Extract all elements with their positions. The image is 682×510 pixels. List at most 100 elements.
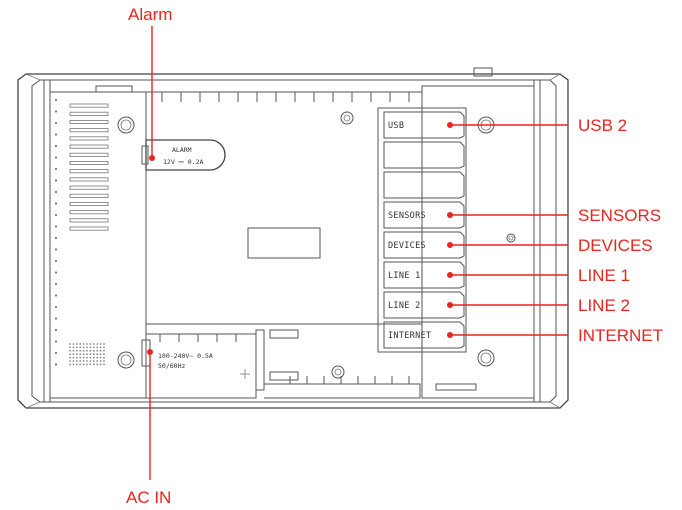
- grille-hole: [79, 360, 82, 362]
- port-callout: LINE 1: [447, 266, 630, 285]
- grille-hole: [103, 356, 105, 359]
- vent-dot: [54, 156, 58, 159]
- vent-dot: [54, 248, 58, 251]
- vent-dot: [54, 202, 58, 205]
- port-slot: LINE 2: [383, 291, 465, 319]
- grille-hole: [103, 360, 105, 362]
- grille-hole: [82, 346, 85, 349]
- grille-hole: [96, 349, 99, 352]
- vent-dot: [54, 236, 58, 240]
- grille-hole: [89, 363, 92, 366]
- grille-hole: [69, 349, 71, 352]
- grille-hole: [75, 346, 78, 349]
- vent-dot: [54, 179, 58, 182]
- port-callout: INTERNET: [447, 326, 663, 345]
- grille-hole: [79, 346, 82, 349]
- port-callout: SENSORS: [447, 206, 661, 225]
- bottom-teeth: [289, 376, 410, 384]
- grille-hole: [99, 346, 102, 349]
- grille-hole: [99, 353, 102, 356]
- grille-hole: [99, 343, 102, 345]
- grille-hole: [89, 360, 92, 362]
- alarm-port-label: ALARM: [172, 146, 192, 154]
- port-callout-label: DEVICES: [578, 236, 653, 255]
- grille-hole: [75, 349, 78, 352]
- port-slot: USB: [383, 111, 465, 139]
- grille-hole: [82, 353, 85, 356]
- vent-slot: [69, 169, 109, 174]
- vent-dots: [54, 98, 58, 366]
- grille-hole: [72, 349, 75, 352]
- vent-dot: [54, 363, 58, 366]
- grille-hole: [86, 360, 88, 362]
- vent-slot: [69, 218, 109, 223]
- grille-hole: [103, 343, 105, 345]
- grille-hole: [86, 343, 88, 345]
- callout-ac-in: AC IN: [126, 488, 171, 507]
- grille-hole: [99, 349, 102, 352]
- port-slot: LINE 1: [383, 261, 465, 289]
- grille-hole: [75, 343, 78, 345]
- vent-dot: [54, 328, 58, 332]
- power-section: 100-240V~ 0.5A 50/60Hz: [141, 329, 421, 399]
- grille-hole: [79, 356, 82, 359]
- grille-hole: [99, 360, 102, 362]
- grille-hole: [79, 363, 82, 366]
- port-label: DEVICES: [388, 241, 426, 251]
- grille-hole: [96, 353, 99, 356]
- vent-dot: [54, 144, 58, 148]
- grille-hole: [86, 363, 88, 366]
- port-slot: DEVICES: [383, 231, 465, 259]
- vent-dot: [54, 213, 58, 217]
- vent-dot: [54, 282, 58, 286]
- grille-hole: [96, 356, 99, 359]
- grille-hole: [92, 353, 95, 356]
- grille-hole: [92, 363, 95, 366]
- grille-hole: [75, 360, 78, 362]
- grille-hole: [69, 343, 71, 345]
- vent-slot: [69, 152, 109, 157]
- vent-slot: [69, 120, 109, 125]
- port-slot: [383, 141, 465, 169]
- grille-hole: [72, 360, 75, 362]
- grille-hole: [92, 360, 95, 362]
- grille-hole: [86, 349, 88, 352]
- vent-dot: [54, 190, 58, 194]
- grille-hole: [82, 360, 85, 362]
- grille-hole: [92, 346, 95, 349]
- vent-dot: [54, 317, 58, 320]
- port-callout-label: INTERNET: [578, 326, 663, 345]
- port-callout: LINE 2: [447, 296, 630, 315]
- port-label: INTERNET: [388, 331, 431, 341]
- vent-slot: [69, 111, 109, 116]
- grille-hole: [72, 356, 75, 359]
- vent-dot: [54, 271, 58, 274]
- grille-hole: [72, 353, 75, 356]
- vent-dot: [54, 259, 58, 263]
- grille-hole: [69, 356, 71, 359]
- port-callout-label: LINE 2: [578, 296, 630, 315]
- grille-hole: [92, 356, 95, 359]
- vent-slot: [69, 185, 109, 190]
- vent-dot: [54, 305, 58, 309]
- port-callout-label: SENSORS: [578, 206, 661, 225]
- vent-slots: [69, 103, 109, 231]
- vent-slot: [69, 210, 109, 215]
- grille-hole: [82, 356, 85, 359]
- grille-hole: [86, 353, 88, 356]
- vent-dot: [54, 340, 58, 343]
- vent-slot: [69, 201, 109, 206]
- label-recess: [247, 227, 321, 259]
- port-slot: INTERNET: [383, 321, 465, 349]
- grille-hole: [89, 353, 92, 356]
- vent-dot: [54, 98, 58, 102]
- grille-hole: [99, 356, 102, 359]
- vent-dot: [54, 351, 58, 355]
- grille-hole: [79, 343, 82, 345]
- grille-hole: [72, 363, 75, 366]
- port-label: LINE 2: [388, 301, 421, 311]
